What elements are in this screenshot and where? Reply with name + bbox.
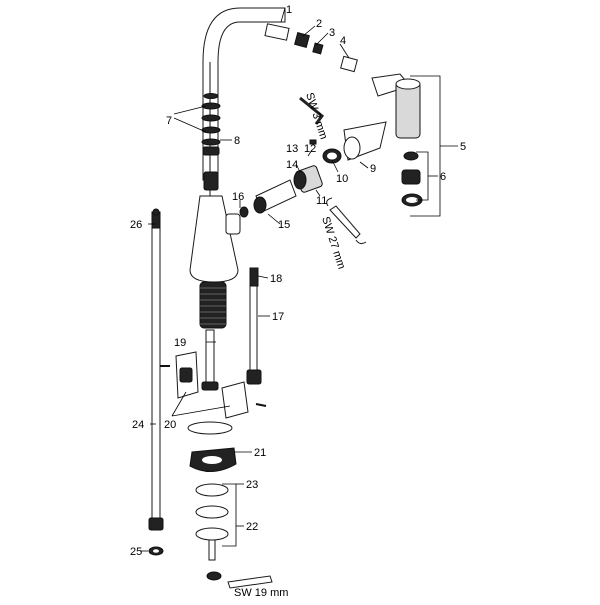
callout-24: 24	[132, 419, 144, 431]
pull-out-hose	[199, 281, 227, 329]
callout-13: 13	[286, 143, 298, 155]
wrench-19	[206, 571, 273, 589]
hose-rings	[201, 93, 221, 191]
callout-10: 10	[336, 173, 348, 185]
hex-key-label: SW 3 mm	[303, 91, 329, 141]
callout-2: 2	[316, 18, 322, 30]
callout-1: 1	[286, 4, 292, 16]
spout	[202, 7, 290, 181]
callout-19: 19	[174, 337, 186, 349]
callout-26: 26	[130, 219, 142, 231]
part-callouts: 1 2 3 4 5 6 7 8 9 10 11 12 13 14 15 16 1…	[130, 4, 466, 558]
spray-head	[371, 73, 421, 139]
leader-lines	[140, 7, 458, 552]
callout-11: 11	[316, 195, 327, 207]
callout-23: 23	[246, 479, 258, 491]
callout-22: 22	[246, 521, 258, 533]
callout-15: 15	[278, 219, 290, 231]
tap-body	[189, 195, 241, 283]
callout-9: 9	[370, 163, 376, 175]
wrench-19-label: SW 19 mm	[234, 587, 288, 599]
callout-16: 16	[232, 191, 244, 203]
callout-3: 3	[329, 27, 335, 39]
callout-8: 8	[234, 135, 240, 147]
supply-hose-long	[148, 208, 164, 556]
aerator-parts	[401, 151, 423, 207]
callout-5: 5	[460, 141, 466, 153]
callout-14: 14	[286, 159, 298, 171]
callout-12: 12	[304, 143, 316, 155]
callout-20: 20	[164, 419, 176, 431]
connector-fittings	[294, 32, 358, 73]
callout-7: 7	[166, 115, 172, 127]
callout-25: 25	[130, 546, 142, 558]
mounting-brackets	[160, 351, 267, 419]
fixing-nuts	[195, 483, 229, 561]
hex-key	[299, 96, 325, 125]
wrench-27	[326, 197, 367, 245]
callout-6: 6	[440, 171, 446, 183]
mounting-plate	[187, 421, 237, 472]
callout-17: 17	[272, 311, 284, 323]
threaded-rod	[205, 329, 215, 391]
cartridge-assembly	[239, 121, 387, 218]
callout-21: 21	[254, 447, 266, 459]
callout-4: 4	[340, 35, 346, 47]
callout-18: 18	[270, 273, 282, 285]
supply-hose-short	[246, 267, 262, 385]
